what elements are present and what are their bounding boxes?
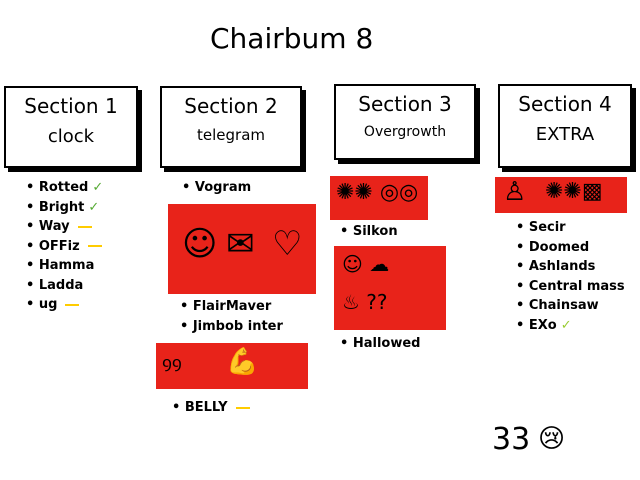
figures-icon: ꝰꝰ xyxy=(162,352,182,382)
list-item: Central mass xyxy=(516,277,625,297)
section-4-card[interactable]: Section 4 EXTRA xyxy=(498,84,632,168)
crying-face-icon: 😢 xyxy=(538,424,566,454)
image-banner: ꝰꝰ 💪 xyxy=(156,343,308,389)
list-item: Hamma xyxy=(26,256,103,276)
section-1-card[interactable]: Section 1 clock xyxy=(4,86,138,168)
list-item: Bright✓ xyxy=(26,198,103,218)
list-item: FlairMaver xyxy=(180,297,283,317)
section-subtitle: EXTRA xyxy=(535,124,595,145)
list-item: Ladda xyxy=(26,276,103,296)
section-subtitle: Overgrowth xyxy=(363,124,447,140)
section-2-card[interactable]: Section 2 telegram xyxy=(160,86,302,168)
smiley-icon: ☺ xyxy=(182,224,218,264)
list-item: Way xyxy=(26,217,103,237)
page-title: Chairbum 8 xyxy=(210,22,374,55)
dash-icon xyxy=(235,406,250,409)
list-item: BELLY xyxy=(172,398,250,418)
list-item: Chainsaw xyxy=(516,296,625,316)
dash-icon xyxy=(65,303,80,306)
list-item: Jimbob inter xyxy=(180,317,283,337)
scribble-icon: ✺✺▩ xyxy=(545,179,603,204)
count-label: 33 xyxy=(492,422,531,457)
smiley-icon: ☺ ☁ xyxy=(342,252,390,276)
section-heading: Section 2 xyxy=(184,94,278,118)
image-banner: ♙ ✺✺▩ xyxy=(495,177,627,213)
section-subtitle: telegram xyxy=(197,126,265,144)
check-icon: ✓ xyxy=(92,180,104,195)
section-heading: Section 4 xyxy=(518,92,612,116)
section-heading: Section 1 xyxy=(24,94,118,118)
list-item: OFFiz xyxy=(26,237,103,257)
list-item: Vogram xyxy=(182,178,251,198)
list-item: Secir xyxy=(516,218,625,238)
scribble-icon: ✺✺ ◎◎ xyxy=(336,180,419,205)
image-banner: ☺ ✉ ♡ xyxy=(168,204,316,294)
section-3-card[interactable]: Section 3 Overgrowth xyxy=(334,84,476,160)
muscle-icon: 💪 xyxy=(226,347,259,377)
section-2-list: FlairMaver Jimbob inter xyxy=(180,297,283,336)
list-item: Ashlands xyxy=(516,257,625,277)
section-heading: Section 3 xyxy=(358,92,452,116)
heart-icon: ♡ xyxy=(272,224,303,264)
fire-icon: ♨ ?? xyxy=(342,290,388,314)
list-item: Doomed xyxy=(516,238,625,258)
image-banner: ☺ ☁ ♨ ?? xyxy=(334,246,446,330)
check-icon: ✓ xyxy=(88,199,100,215)
list-item: Hallowed xyxy=(340,334,421,354)
section-4-list: Secir Doomed Ashlands Central mass Chain… xyxy=(516,218,625,335)
envelope-icon: ✉ xyxy=(226,224,255,264)
image-banner: ✺✺ ◎◎ xyxy=(330,176,428,220)
check-icon: ✓ xyxy=(560,317,572,333)
person-icon: ♙ xyxy=(503,177,527,207)
list-item: ug xyxy=(26,295,103,315)
dash-icon xyxy=(77,225,92,228)
dash-icon xyxy=(87,245,102,247)
section-subtitle: clock xyxy=(47,126,95,147)
list-item: Silkon xyxy=(340,222,398,242)
section-1-list: Rotted✓ Bright✓ Way OFFiz Hamma Ladda ug xyxy=(26,178,103,315)
list-item: Rotted✓ xyxy=(26,178,103,198)
list-item: EXo✓ xyxy=(516,316,625,336)
